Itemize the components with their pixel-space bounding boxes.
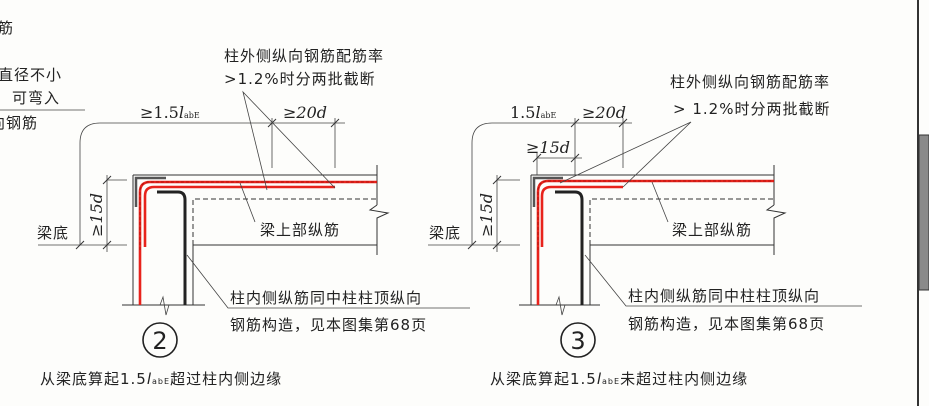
rebar-dash-overlay (537, 180, 774, 250)
inner-note-leader (584, 254, 862, 307)
inner-rebar-note-2: 钢筋构造，见本图集第68页 (628, 315, 825, 333)
diagram-3: 1.5labE ≥20d ≥15d ≥15d 梁底 柱外侧纵向钢筋配筋率 > 1… (428, 73, 862, 388)
inner-rebar-note-1: 柱内侧纵筋同中柱柱顶纵向 (628, 287, 820, 305)
left-fragment-note: 筋 直径不小 可弯入 向钢筋 (0, 19, 85, 132)
fragment-line-3: 可弯入 (12, 89, 60, 107)
beam-top-bar-label: 梁上部纵筋 (672, 221, 752, 239)
dim-20d: ≥20d (582, 103, 626, 122)
beam-dashed-outline (192, 198, 377, 245)
dim-tick (618, 118, 628, 128)
outer-rebar-note-2: > 1.2%时分两批截断 (673, 100, 830, 118)
fragment-line-4: 向钢筋 (0, 114, 38, 132)
dim-15d: ≥15d (87, 193, 106, 237)
inner-rebar-note-1: 柱内侧纵筋同中柱柱顶纵向 (230, 289, 422, 307)
dim-tick (102, 175, 112, 185)
beam-dashed-outline (589, 198, 774, 245)
detail-number: 2 (152, 327, 167, 355)
column-break-symbol (159, 295, 170, 316)
dim-tick (532, 153, 542, 163)
dim-20d: ≥20d (283, 103, 327, 122)
dim-15d: ≥15d (477, 193, 496, 237)
detail-number-circle (142, 322, 178, 358)
outer-rebar-note-1: 柱外侧纵向钢筋配筋率 (224, 47, 384, 65)
break-line (765, 204, 787, 255)
inner-note-leader (186, 254, 470, 309)
dimension-line-top (471, 122, 632, 245)
beam-bottom-label: 梁底 (429, 224, 461, 242)
rebar-dash-overlay (139, 181, 377, 250)
detail-number-circle (560, 322, 596, 358)
dim-tick (267, 118, 277, 128)
page-edge-tab (918, 134, 929, 291)
caption: 从梁底算起1.5labE超过柱内侧边缘 (40, 370, 282, 388)
corner-bar (532, 176, 563, 207)
dim-tick (330, 118, 340, 128)
outer-note-leader (242, 90, 336, 191)
dim-tick (467, 240, 477, 250)
outer-rebar-note-2: >1.2%时分两批截断 (224, 70, 376, 88)
dim-1-5-labe: ≥1.5labE (140, 103, 200, 122)
beam-top-bar-label: 梁上部纵筋 (260, 221, 340, 239)
caption: 从梁底算起1.5labE未超过柱内侧边缘 (490, 370, 748, 388)
inner-rebar-note-2: 钢筋构造，见本图集第68页 (230, 316, 427, 334)
inner-column-rebar (555, 190, 584, 305)
inner-column-rebar (157, 190, 187, 305)
dim-tick (492, 240, 502, 250)
diagram-2: ≥1.5labE ≥20d ≥15d 梁底 柱外侧纵向钢筋配筋率 >1.2%时分… (37, 47, 470, 388)
fragment-line-1: 筋 (0, 19, 14, 37)
beam-bar-leader (239, 182, 256, 223)
beam-bottom-label: 梁底 (37, 224, 69, 242)
dimension-line-top (79, 122, 345, 245)
dim-tick (492, 175, 502, 185)
dim-tick (102, 240, 112, 250)
outer-rebar-note-1: 柱外侧纵向钢筋配筋率 (670, 73, 830, 91)
outer-column-rebar-1 (138, 180, 377, 305)
dim-tick (570, 153, 580, 163)
column-break-symbol (555, 295, 566, 316)
fragment-line-2: 直径不小 (0, 66, 62, 84)
dim-tick (75, 240, 85, 250)
outer-column-rebar-2 (540, 185, 623, 247)
outer-note-leader (559, 121, 692, 188)
detail-number: 3 (570, 327, 585, 355)
dim-tick (570, 118, 580, 128)
beam-bar-leader (651, 181, 669, 223)
dim-1-5-labe: 1.5labE (510, 103, 556, 122)
outer-column-rebar-2 (143, 185, 335, 247)
break-line (368, 204, 390, 255)
dim-15d-top: ≥15d (526, 138, 570, 157)
corner-bar (134, 176, 166, 207)
